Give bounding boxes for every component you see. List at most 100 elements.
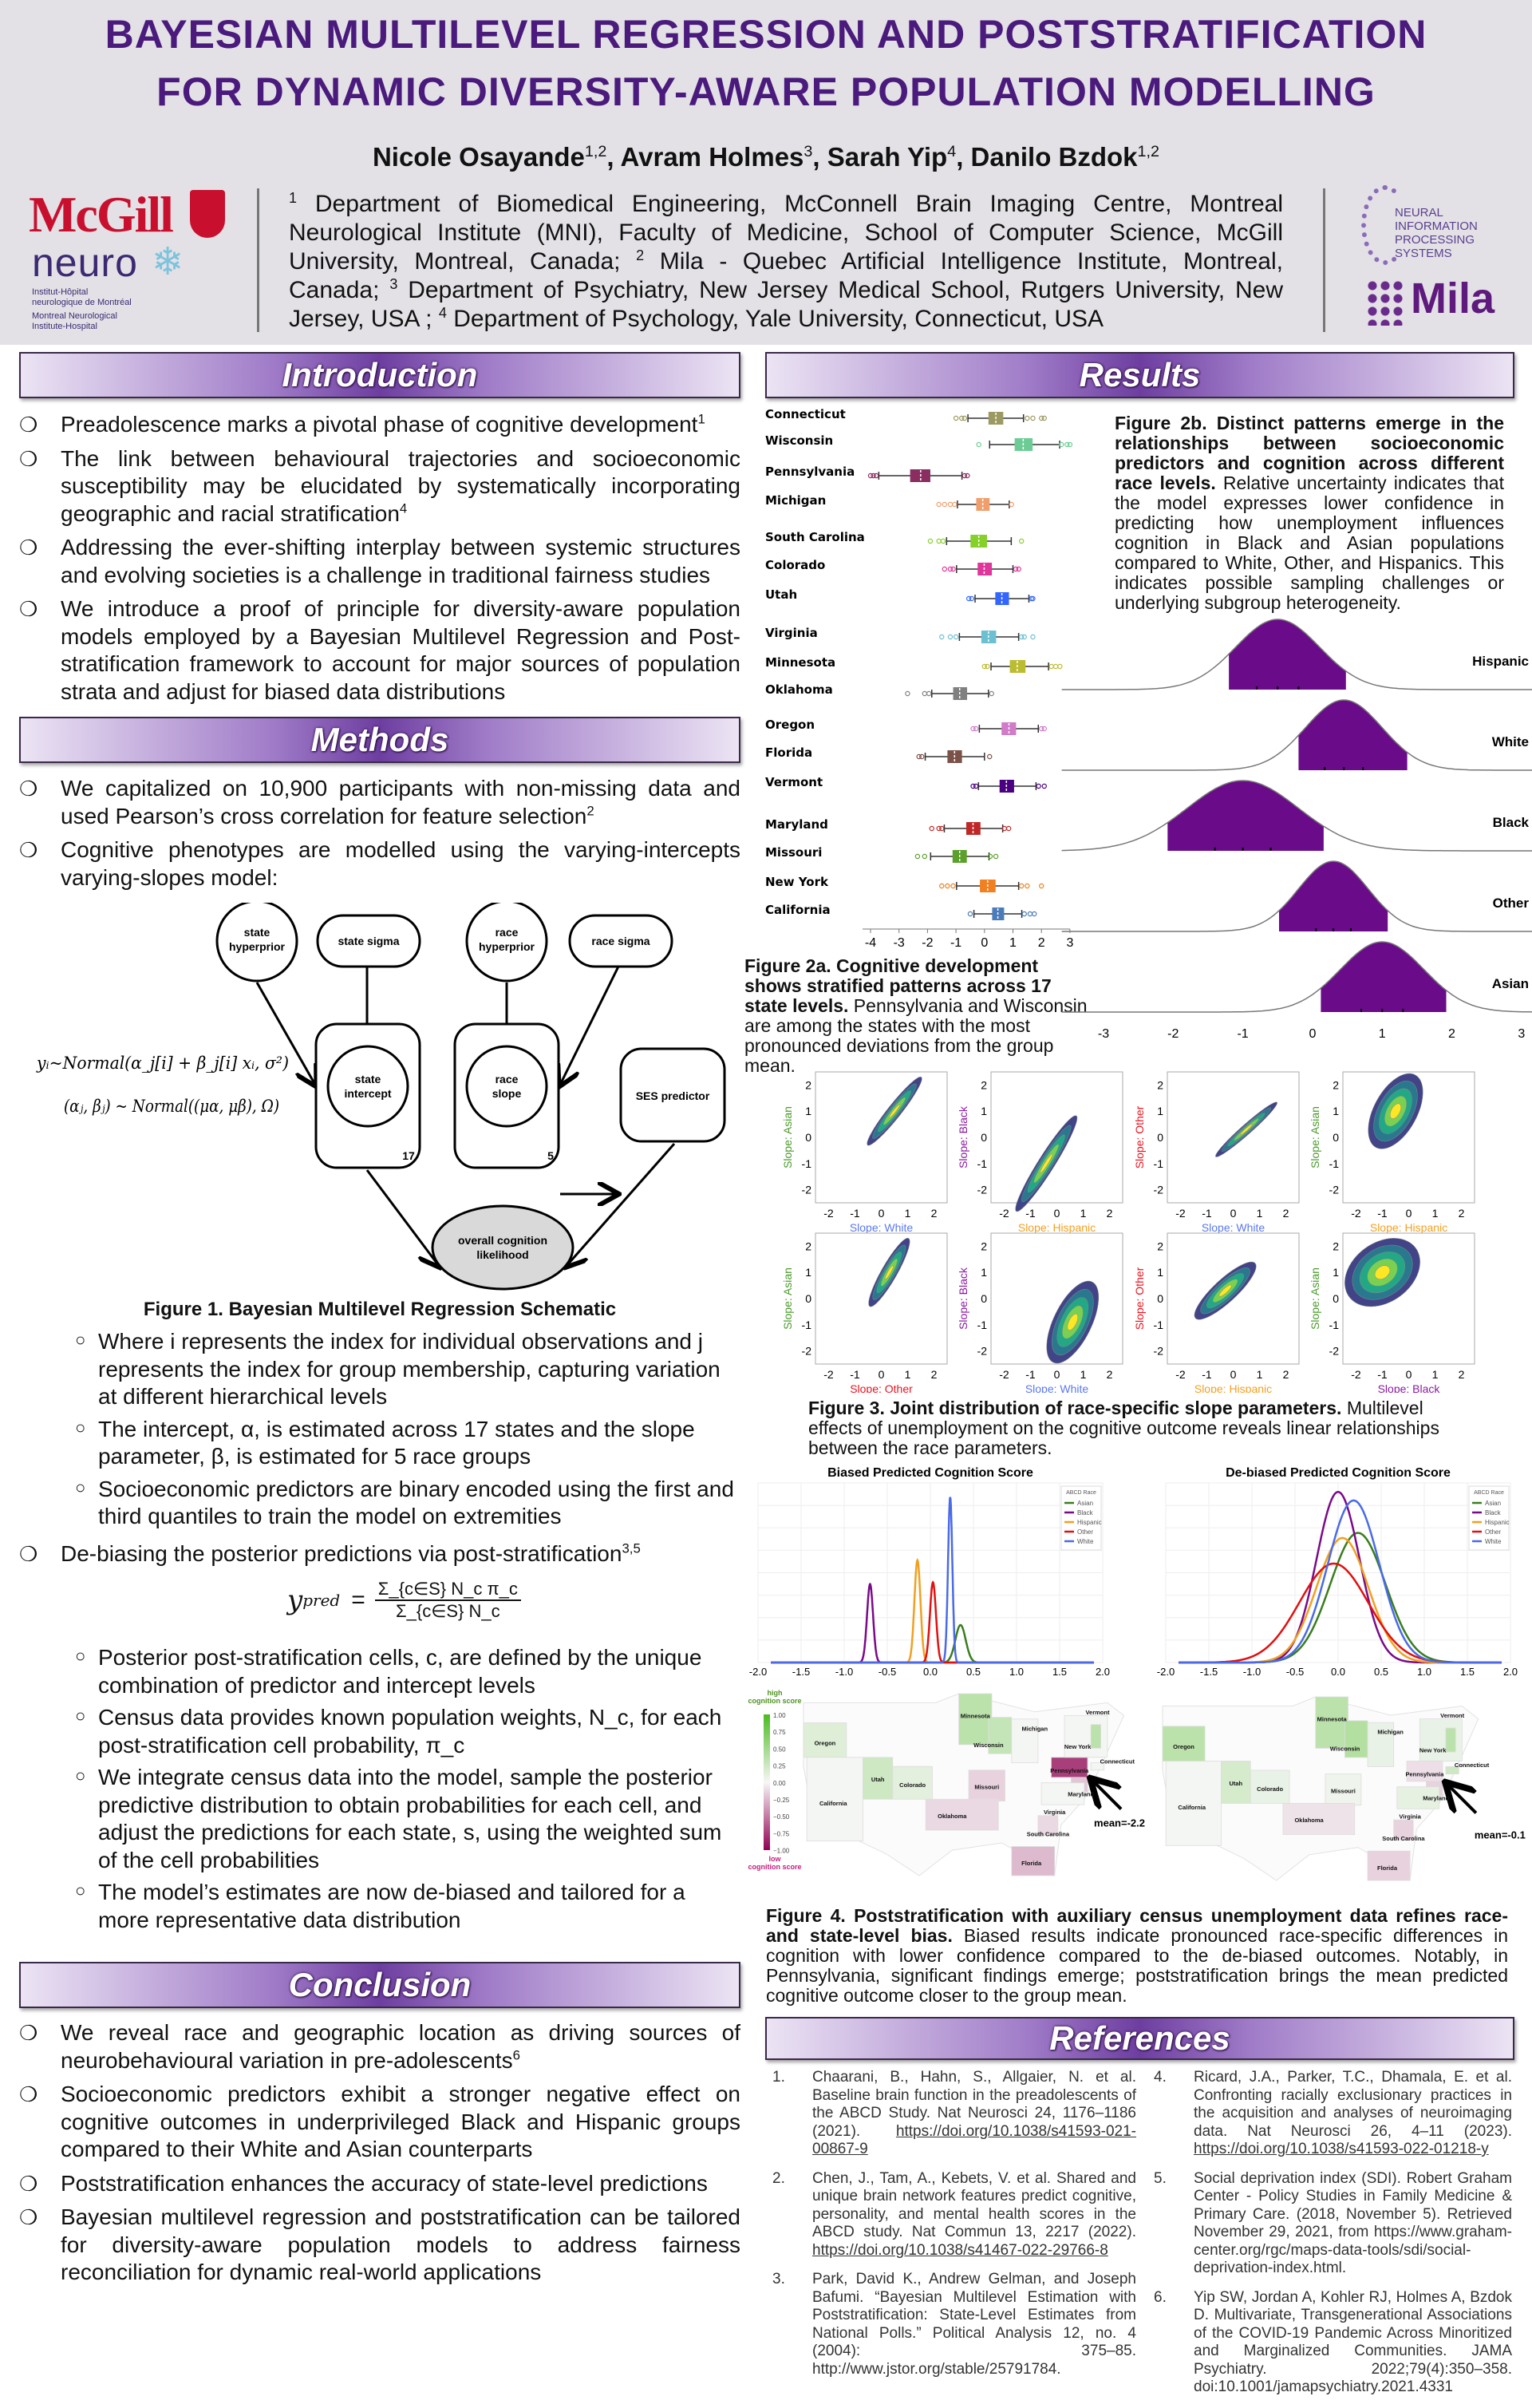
bullet-item: We capitalized on 10,900 participants wi… bbox=[19, 775, 740, 830]
x-tick-label: 1 bbox=[1257, 1207, 1263, 1220]
formula-denominator: Σ_{c∈S} N_c bbox=[396, 1601, 500, 1621]
affiliation-text: Department of Psychology, Yale Universit… bbox=[446, 306, 1104, 332]
chart-title: De-biased Predicted Cognition Score bbox=[1226, 1466, 1451, 1480]
outlier-point bbox=[1057, 663, 1063, 670]
bullet-item: Bayesian multilevel regression and posts… bbox=[19, 2204, 740, 2287]
y-tick-label: 0 bbox=[1157, 1292, 1163, 1305]
ridge-density-line bbox=[1061, 860, 1532, 932]
conclusion-bullets: We reveal race and geographic location a… bbox=[19, 2019, 740, 2293]
x-tick-label: -1 bbox=[1202, 1207, 1212, 1220]
x-tick-label: -1 bbox=[850, 1207, 860, 1220]
state-label: Minnesota bbox=[765, 655, 835, 670]
x-tick-label: 1 bbox=[1080, 1368, 1087, 1381]
x-tick-label: -1.5 bbox=[792, 1666, 810, 1678]
outlier-point bbox=[871, 473, 876, 479]
author-list: Nicole Osayande1,2, Avram Holmes3, Sarah… bbox=[0, 142, 1532, 172]
state-shape-south-carolina bbox=[1037, 1815, 1059, 1837]
bullet-text: Cognitive phenotypes are modelled using … bbox=[61, 837, 740, 890]
x-tick-label: 2 bbox=[1459, 1207, 1465, 1220]
x-tick-label: -1.5 bbox=[1200, 1666, 1218, 1678]
reference-text: Park, David K., Andrew Gelman, and Josep… bbox=[812, 2271, 1136, 2378]
x-tick-label: -3 bbox=[894, 936, 905, 950]
bullet-text: We reveal race and geographic location a… bbox=[61, 2020, 740, 2073]
ridge-label: Asian bbox=[1492, 976, 1529, 991]
state-label: Vermont bbox=[1085, 1709, 1110, 1716]
state-label: Utah bbox=[1229, 1780, 1242, 1787]
outlier-point bbox=[970, 726, 976, 732]
reference-link[interactable]: https://doi.org/10.1038/s41593-022-01218… bbox=[1194, 2141, 1489, 2157]
methods-heading: Methods bbox=[19, 717, 740, 763]
x-tick-label: 1 bbox=[1379, 1027, 1386, 1041]
outlier-point bbox=[945, 883, 950, 889]
separator: , bbox=[606, 142, 621, 172]
state-shape-utah bbox=[863, 1757, 894, 1800]
state-label: South Carolina bbox=[765, 530, 865, 544]
x-tick-label: -1.0 bbox=[835, 1666, 853, 1678]
reference-link[interactable]: https://doi.org/10.1038/s41467-022-29766… bbox=[812, 2241, 1108, 2259]
kde-line-asian bbox=[1179, 1532, 1502, 1664]
state-boxplot-chart: ConnecticutWisconsinPennsylvaniaMichigan… bbox=[765, 407, 1073, 950]
outlier-point bbox=[1009, 501, 1014, 508]
neuro-logo-subtitle-fr: Institut-Hôpital neurologique de Montréa… bbox=[32, 287, 132, 307]
race-sigma-node bbox=[568, 914, 673, 968]
neurips-logo: NEURAL INFORMATION PROCESSING SYSTEMS bbox=[1395, 206, 1478, 260]
outlier-point bbox=[1027, 911, 1033, 917]
y-tick-label: 0 bbox=[981, 1131, 987, 1144]
reference-number: 4. bbox=[1154, 2069, 1167, 2086]
x-axis-label: Slope: White bbox=[1202, 1221, 1265, 1234]
state-shape-wisconsin bbox=[1344, 1720, 1368, 1758]
x-axis-label: Slope: White bbox=[1025, 1382, 1089, 1393]
state-label: Oregon bbox=[765, 718, 815, 732]
state-label: Florida bbox=[1377, 1864, 1398, 1872]
x-tick-label: -2.0 bbox=[1157, 1666, 1175, 1678]
citation-sup: 3,5 bbox=[622, 1540, 641, 1556]
state-shape-california bbox=[806, 1757, 863, 1842]
y-tick-label: 2 bbox=[805, 1240, 811, 1252]
x-tick-label: 2 bbox=[1283, 1207, 1289, 1220]
x-tick-label: 2 bbox=[1459, 1368, 1465, 1381]
figure2a-caption-title: Figure 2a. Cognitive development shows s… bbox=[744, 955, 1052, 1016]
x-tick-label: 2 bbox=[1038, 936, 1045, 950]
outlier-point bbox=[987, 853, 993, 860]
figure4-caption-title: Figure 4. Poststratification with auxili… bbox=[766, 1905, 1508, 1946]
x-tick-label: 1 bbox=[1257, 1368, 1263, 1381]
outlier-point bbox=[942, 501, 948, 508]
bullet-text: Socioeconomic predictors exhibit a stron… bbox=[61, 2082, 740, 2161]
outlier-point bbox=[959, 415, 965, 421]
sub-bullet-item: The intercept, α, is estimated across 17… bbox=[19, 1414, 740, 1471]
kde-line-other bbox=[1179, 1562, 1502, 1664]
author-name: Sarah Yip bbox=[827, 142, 948, 172]
y-tick-label: 1 bbox=[805, 1105, 811, 1117]
x-tick-label: 1.0 bbox=[1009, 1666, 1024, 1678]
reference-link[interactable]: https://doi.org/10.1038/s41593-021-00867… bbox=[812, 2122, 1136, 2158]
colorbar-tick-label: −0.75 bbox=[773, 1830, 790, 1837]
x-tick-label: 0 bbox=[981, 936, 988, 950]
state-shape-connecticut bbox=[1445, 1766, 1459, 1775]
ridge-hdi-fill bbox=[1298, 700, 1408, 770]
bullet-text: Addressing the ever-shifting interplay b… bbox=[61, 535, 740, 587]
affiliation-text: Department of Biomedical Engineering, Mc… bbox=[289, 191, 1283, 275]
x-tick-label: 2 bbox=[931, 1368, 938, 1381]
ridge-hdi-fill bbox=[1278, 861, 1388, 931]
outlier-point bbox=[1019, 538, 1025, 544]
author-affiliation-sup: 3 bbox=[804, 143, 813, 160]
reference-number: 3. bbox=[772, 2271, 785, 2287]
x-axis-label: Slope: Black bbox=[1378, 1382, 1441, 1393]
y-tick-label: -1 bbox=[977, 1157, 988, 1170]
references-column-2: 4.Ricard, J.A., Parker, T.C., Dhamala, E… bbox=[1149, 2069, 1512, 2408]
state-label: Vermont bbox=[765, 775, 823, 789]
density-contour bbox=[1389, 1103, 1402, 1119]
figure4-caption-text: Biased results indicate pronounced race-… bbox=[766, 1925, 1508, 2006]
state-label: Florida bbox=[765, 745, 812, 760]
outlier-point bbox=[985, 663, 990, 670]
state-shape-colorado bbox=[1250, 1769, 1290, 1804]
author-affiliation-sup: 1,2 bbox=[584, 143, 607, 160]
